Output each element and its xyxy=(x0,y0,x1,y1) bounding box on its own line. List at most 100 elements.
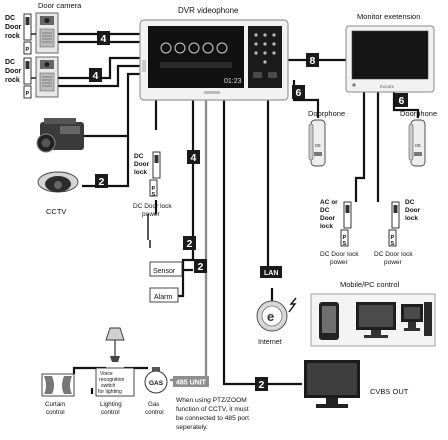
door-camera-label: Door camera xyxy=(38,1,82,10)
door-camera-2 xyxy=(35,56,59,98)
wire-count-badge-cvbs: 2 xyxy=(255,377,268,391)
dc-door-lock-power-2-line1: DC Door lock xyxy=(320,251,359,258)
wire-count-cctv: 2 xyxy=(99,176,105,188)
svg-text:P: P xyxy=(26,47,30,53)
wire-count-badge-monitor-extension: 8 xyxy=(306,53,319,67)
dc-door-rock-1-line3: rock xyxy=(5,33,20,40)
wireless-bolt-icon xyxy=(288,297,297,313)
wire-count-badge-doorphone-ext: 6 xyxy=(395,93,408,107)
sensor-box: Sensor xyxy=(149,261,183,277)
svg-text:P: P xyxy=(391,235,395,241)
monitor-extension: Kocom xyxy=(345,25,435,93)
svg-text:P: P xyxy=(26,91,30,97)
dc-door-lock-2-line3: lock xyxy=(405,215,418,222)
voice-switch-line3: switch xyxy=(101,383,116,389)
mobile-pc-control-label: Mobile/PC control xyxy=(340,280,400,289)
cctv-box-camera xyxy=(36,118,84,153)
unit-485-label: 485 UNIT xyxy=(176,380,207,387)
voice-switch-line1: Voice xyxy=(100,371,113,377)
monitor-extension-label: Monitor exetension xyxy=(357,12,420,21)
mobile-pc-control-panel xyxy=(310,293,436,347)
wire-count-sensor-line: 2 xyxy=(187,238,193,250)
dvr-videophone: 01:23 xyxy=(139,19,289,101)
wire-count-doorphone-ext: 6 xyxy=(399,95,405,107)
dc-door-lock-1: DC Door lock P S DC Door lock power xyxy=(133,151,172,218)
dc-door-lock-power-3-line2: power xyxy=(384,259,403,266)
gas-control-line2: control xyxy=(145,409,164,416)
dc-door-lock-2-line1: DC xyxy=(405,199,415,206)
dc-door-lock-power-3-line1: DC Door lock xyxy=(374,251,413,258)
lan-label: LAN xyxy=(264,270,278,277)
doorphone-extension: oo xyxy=(408,119,426,167)
dc-door-rock-1-line1: DC xyxy=(5,15,15,22)
wire-count-door-lock: 4 xyxy=(191,152,197,164)
curtain-control-line1: Curtain xyxy=(45,401,66,408)
ac-dc-line2: DC xyxy=(320,207,330,214)
wire-count-badge-door-lock: 4 xyxy=(187,150,200,164)
dc-door-lock-2-line2: Door xyxy=(405,207,421,214)
wire-count-monitor-extension: 8 xyxy=(310,55,316,67)
dc-door-lock-1-line1: DC xyxy=(134,153,144,160)
ptz-note: When using PTZ/ZOOM function of CCTV, it… xyxy=(176,397,249,431)
dvr-videophone-label: DVR videophone xyxy=(178,6,239,15)
curtain-control-line2: control xyxy=(46,409,65,416)
ac-dc-line4: lock xyxy=(320,223,333,230)
internet-label: Internet xyxy=(258,339,282,346)
dc-door-lock-power-1-line1: DC Door lock xyxy=(133,203,172,210)
dc-door-rock-2-line2: Door xyxy=(5,68,22,75)
doorphone-label-2: Doorphone xyxy=(400,109,437,118)
ac-or-dc-door-lock: AC or DC Door lock P S DC Door lock powe… xyxy=(320,199,359,266)
voice-switch-line2: recognition xyxy=(99,377,124,383)
lighting-control-line2: control xyxy=(101,409,120,416)
wire-count-badge-sensor-line: 2 xyxy=(183,236,196,250)
wire-count-doorphone-main: 6 xyxy=(296,87,302,99)
internet-icon: e xyxy=(256,300,288,332)
wire-count-badge-cctv: 2 xyxy=(95,174,108,188)
cvbs-tv xyxy=(304,360,360,408)
dc-door-rock-2-line3: rock xyxy=(5,77,20,84)
lamp-icon xyxy=(105,327,125,362)
svg-text:S: S xyxy=(391,241,395,247)
wire-count-cvbs: 2 xyxy=(259,379,265,391)
dc-door-lock-power-1-line2: power xyxy=(142,211,161,218)
dc-door-lock-1-line2: Door xyxy=(134,161,150,168)
wire-count-door-camera-1: 4 xyxy=(101,33,107,45)
wire-count-badge-doorphone-main: 6 xyxy=(292,85,305,99)
wire-count-badge-alarm-line: 2 xyxy=(194,259,207,273)
gas-control-line1: Gas xyxy=(148,401,159,408)
dc-door-lock-2: DC Door lock P S DC Door lock power xyxy=(374,199,421,266)
svg-text:P: P xyxy=(152,186,156,192)
wire-count-alarm-line: 2 xyxy=(198,261,204,273)
wire-count-badge-door-camera-2: 4 xyxy=(89,68,102,82)
voice-switch-line4: for lighting xyxy=(98,389,122,395)
screen-time: 01:23 xyxy=(224,78,242,85)
lighting-control-line1: Lighting xyxy=(100,401,122,408)
voice-recognition-switch: Voice recognition switch for lighting xyxy=(95,367,135,397)
dc-door-rock-2: DC Door rock P xyxy=(5,57,36,99)
wire-count-badge-door-camera-1: 4 xyxy=(97,31,110,45)
ptz-note-line2: function of CCTV, it must xyxy=(176,406,249,413)
dc-door-rock-1-line2: Door xyxy=(5,24,22,31)
dc-door-rock-1: DC Door rock P xyxy=(5,13,36,55)
svg-text:oo: oo xyxy=(315,143,321,149)
svg-text:e: e xyxy=(267,309,274,324)
sensor-label: Sensor xyxy=(153,268,176,275)
door-camera-1 xyxy=(35,12,59,54)
monitor-brand: Kocom xyxy=(380,84,394,89)
alarm-label: Alarm xyxy=(154,294,172,301)
dc-door-lock-power-2-line2: power xyxy=(330,259,349,266)
gas-valve-icon: GAS xyxy=(144,367,168,394)
svg-text:S: S xyxy=(152,192,156,198)
wire-count-door-camera-2: 4 xyxy=(93,70,99,82)
dc-door-lock-1-line3: lock xyxy=(134,169,147,176)
ptz-note-line4: seperately. xyxy=(176,424,208,431)
curtain-icon xyxy=(41,373,75,397)
alarm-box: Alarm xyxy=(149,287,179,303)
unit-485-badge: 485 UNIT xyxy=(173,376,209,387)
doorphone-main: oo xyxy=(308,119,326,167)
cvbs-out-label: CVBS OUT xyxy=(370,387,409,396)
ptz-note-line3: be connected to 485 port xyxy=(176,415,249,422)
gas-label: GAS xyxy=(149,380,164,387)
cctv-label: CCTV xyxy=(46,207,66,216)
